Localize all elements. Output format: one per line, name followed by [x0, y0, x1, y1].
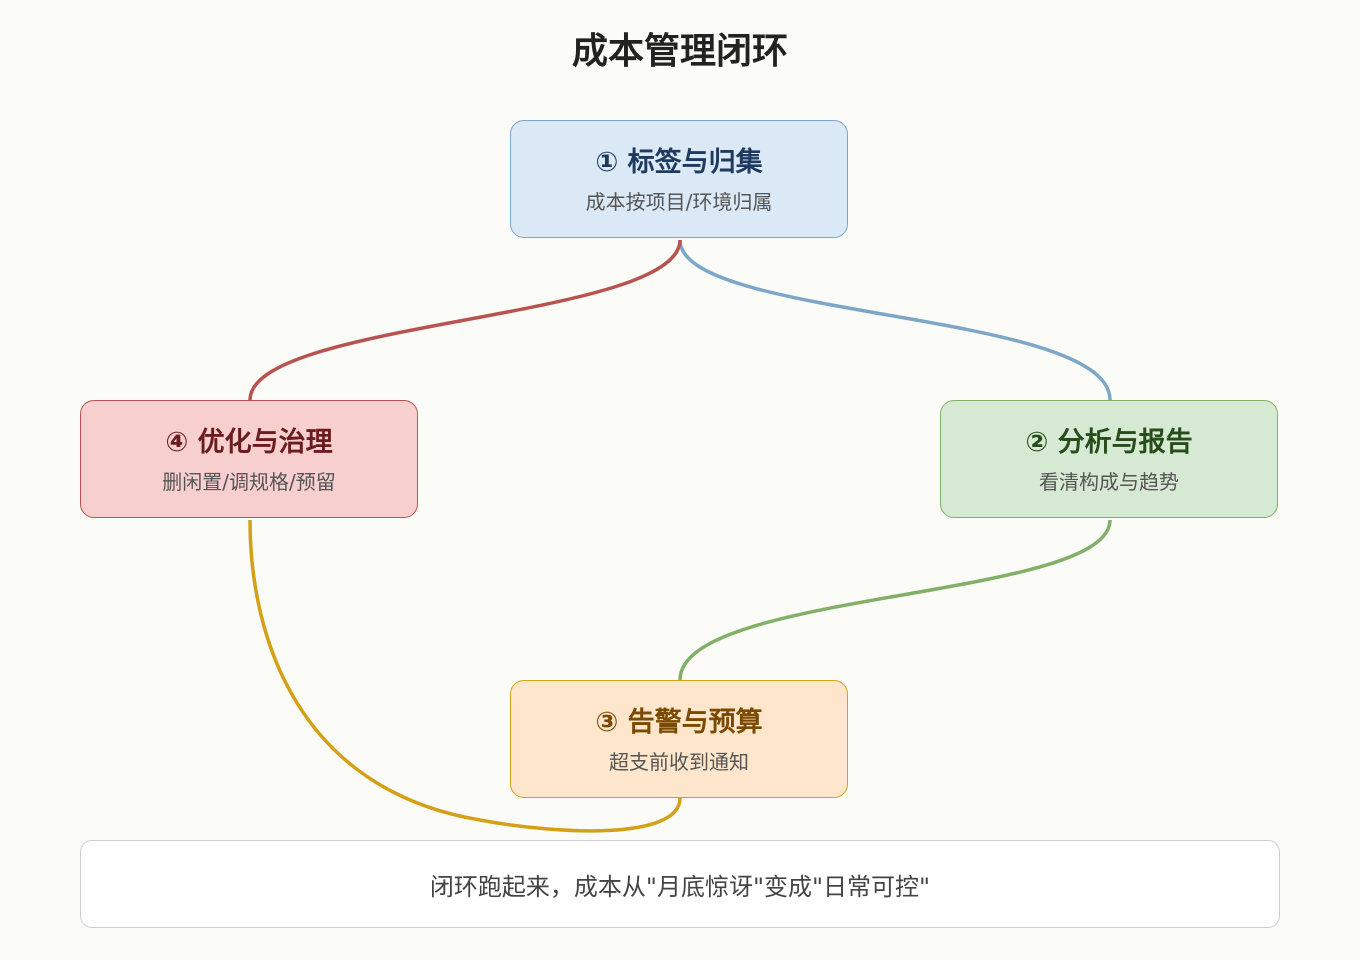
- node-optimization: ④ 优化与治理 删闲置/调规格/预留: [80, 400, 418, 518]
- node-alerting-desc: 超支前收到通知: [609, 750, 749, 774]
- link-optimization-to-tagging: [248, 239, 682, 401]
- node-optimization-desc: 删闲置/调规格/预留: [162, 470, 336, 494]
- diagram-title: 成本管理闭环: [571, 31, 788, 72]
- node-analysis-title: ② 分析与报告: [1025, 427, 1193, 458]
- node-tagging: ① 标签与归集 成本按项目/环境归属: [510, 120, 848, 238]
- node-analysis-desc: 看清构成与趋势: [1039, 470, 1179, 494]
- node-alerting-title: ③ 告警与预算: [595, 707, 763, 738]
- link-analysis-to-alerting: [678, 519, 1112, 681]
- node-analysis: ② 分析与报告 看清构成与趋势: [940, 400, 1278, 518]
- link-alerting-to-optimization: [248, 519, 682, 833]
- link-tagging-to-analysis: [678, 239, 1112, 401]
- node-alerting: ③ 告警与预算 超支前收到通知: [510, 680, 848, 798]
- node-optimization-title: ④ 优化与治理: [165, 427, 333, 458]
- node-tagging-desc: 成本按项目/环境归属: [585, 190, 773, 214]
- footer-note: 闭环跑起来，成本从"月底惊讶"变成"日常可控": [80, 840, 1280, 928]
- node-tagging-title: ① 标签与归集: [595, 147, 763, 178]
